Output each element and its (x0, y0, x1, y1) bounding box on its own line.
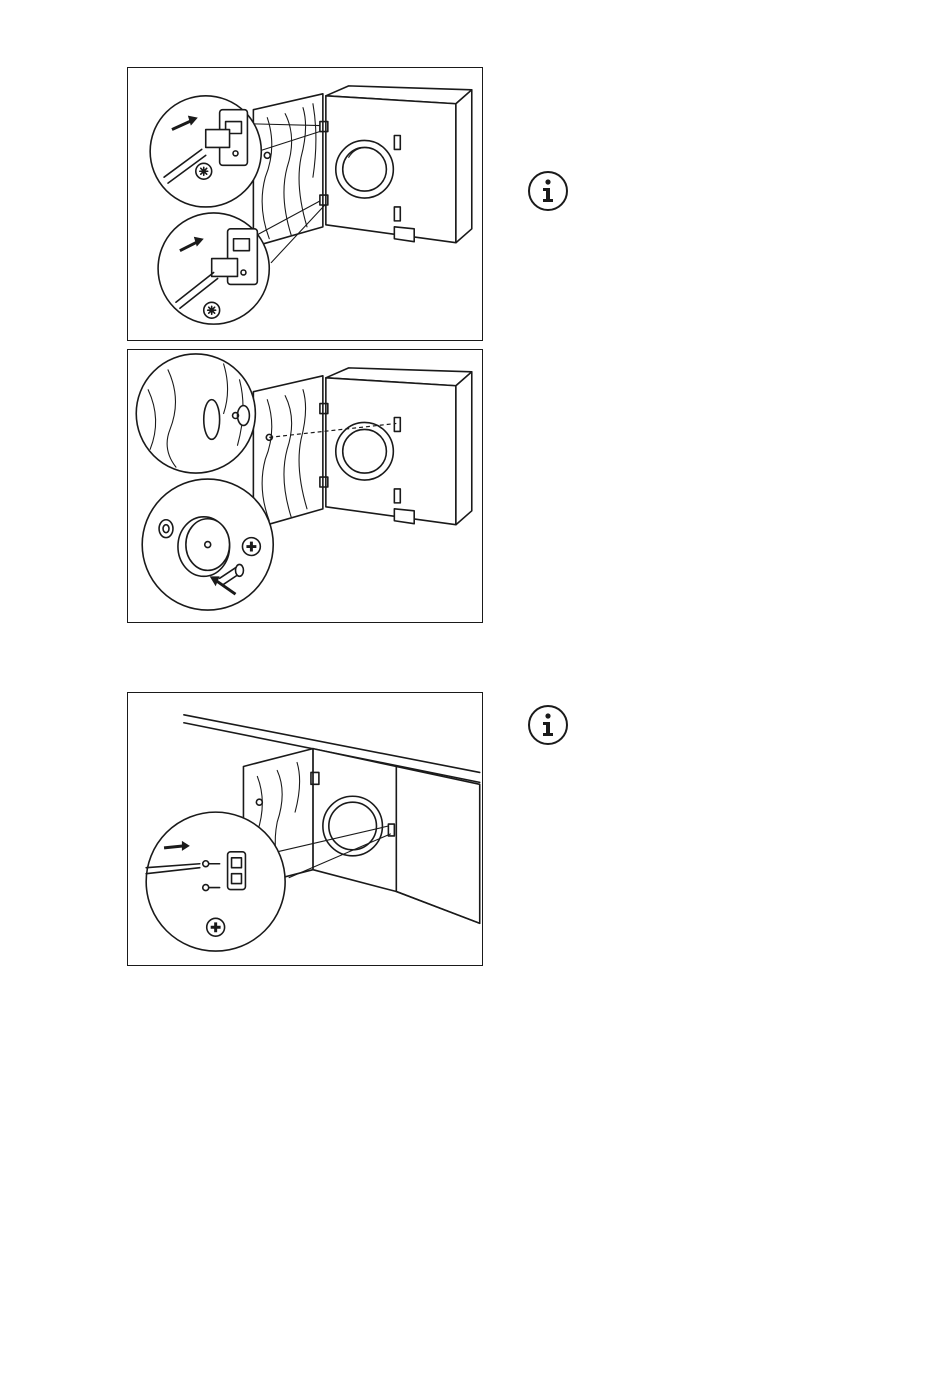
stopper-detail-lower (142, 479, 273, 610)
catch-drawing (128, 693, 482, 965)
magnet-catch-illustration (127, 692, 483, 966)
appliance-body (326, 86, 472, 243)
stopper-drawing (128, 350, 482, 622)
appliance-body (326, 368, 472, 525)
cabinet-door (253, 376, 327, 529)
catch-detail (146, 812, 285, 951)
info-icon (527, 170, 569, 212)
appliance-body (313, 749, 480, 924)
info-icon (527, 704, 569, 746)
stopper-detail-upper (136, 354, 255, 473)
hinge-detail-lower (158, 213, 269, 324)
hinge-detail-upper (150, 96, 261, 207)
cabinet-door (253, 94, 327, 247)
door-stopper-illustration (127, 349, 483, 623)
hinge-drawing (128, 68, 482, 340)
hinge-adjustment-illustration (127, 67, 483, 341)
